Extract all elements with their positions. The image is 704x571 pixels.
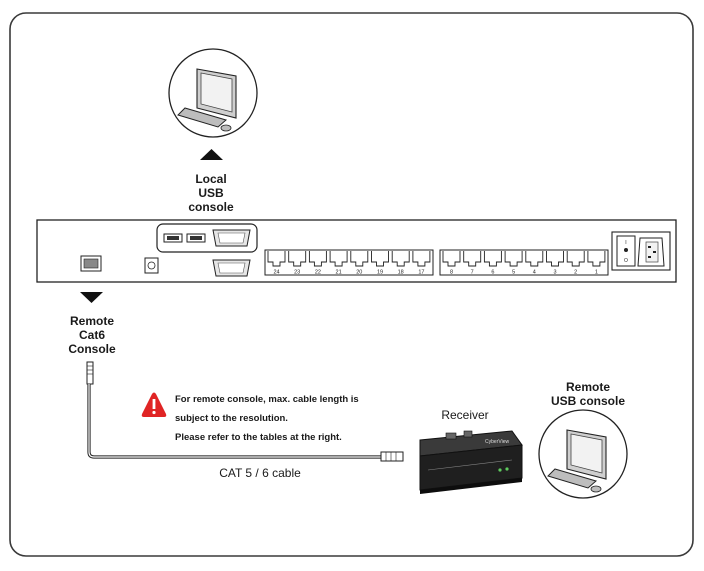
remote-cat6-label: Remote Cat6 Console — [50, 314, 134, 356]
arrow-up-icon — [200, 149, 223, 160]
rj45-port — [546, 251, 564, 267]
port-number-label: 24 — [273, 270, 279, 276]
port-row-left: 24 23 22 21 20 19 18 17 — [267, 251, 431, 276]
rj45-port — [483, 251, 502, 267]
rj45-port — [329, 251, 348, 267]
port-number-label: 2 — [574, 270, 577, 276]
port-number-label: 20 — [356, 270, 362, 276]
port-group-17-24 — [264, 249, 434, 276]
port-number-label: 18 — [398, 270, 404, 276]
warning-note: For remote console, max. cable length is… — [175, 390, 405, 447]
remote-cat6-line2: Cat6 — [78, 328, 105, 342]
local-label-line3: console — [188, 200, 234, 214]
warning-line3: Please refer to the tables at the right. — [175, 432, 342, 443]
rj45-port — [525, 251, 544, 267]
port-number-label: 22 — [315, 270, 321, 276]
rj45-port — [308, 251, 327, 267]
rj45-port — [412, 251, 431, 267]
rj45-port — [350, 251, 369, 267]
port-number-label: 17 — [418, 270, 424, 276]
remote-usb-line2: USB console — [550, 394, 625, 408]
port-number-label: 3 — [553, 270, 556, 276]
receiver-cable-plug — [380, 451, 404, 462]
port-number-label: 8 — [450, 270, 453, 276]
port-number-label: 4 — [533, 270, 536, 276]
rj45-port — [391, 251, 410, 267]
warning-icon — [141, 392, 167, 417]
port-group-1-8 — [439, 249, 609, 276]
receiver-brand-label: CyberView — [485, 439, 509, 445]
local-console-icon — [168, 48, 258, 138]
rj45-port — [587, 251, 606, 267]
local-console-label: Local USB console — [170, 172, 252, 214]
port-number-label: 19 — [377, 270, 383, 276]
rj45-port — [288, 251, 307, 267]
warning-line1: For remote console, max. cable length is — [175, 394, 359, 405]
receiver-label: Receiver — [441, 408, 489, 422]
remote-cat6-line1: Remote — [69, 314, 114, 328]
port-number-label: 21 — [336, 270, 342, 276]
port-number-label: 6 — [491, 270, 494, 276]
rj45-port — [566, 251, 585, 267]
rj45-port — [442, 251, 461, 267]
rj45-port — [463, 251, 482, 267]
outer-frame — [9, 12, 694, 557]
arrow-down-icon — [80, 292, 103, 303]
port-number-label: 7 — [471, 270, 474, 276]
power-switch-label: O — [624, 258, 628, 264]
receiver-box — [419, 430, 523, 494]
cat6-plug — [86, 361, 94, 385]
port-number-label: 1 — [595, 270, 598, 276]
port-row-right: 8 7 6 5 4 3 2 1 — [442, 251, 606, 276]
rj45-port — [371, 251, 389, 267]
power-switch-label: I — [625, 240, 626, 246]
port-number-label: 23 — [294, 270, 300, 276]
port-number-label: 5 — [512, 270, 515, 276]
remote-usb-label: Remote USB console — [533, 380, 643, 408]
local-label-line1: Local — [195, 172, 227, 186]
remote-cat6-line3: Console — [68, 342, 116, 356]
remote-usb-line1: Remote — [565, 380, 610, 394]
warning-line2: subject to the resolution. — [175, 413, 288, 424]
remote-usb-console-icon — [538, 409, 628, 499]
rj45-port — [504, 251, 523, 267]
cable-label: CAT 5 / 6 cable — [219, 466, 301, 480]
local-label-line2: USB — [198, 186, 224, 200]
rj45-port — [267, 251, 286, 267]
